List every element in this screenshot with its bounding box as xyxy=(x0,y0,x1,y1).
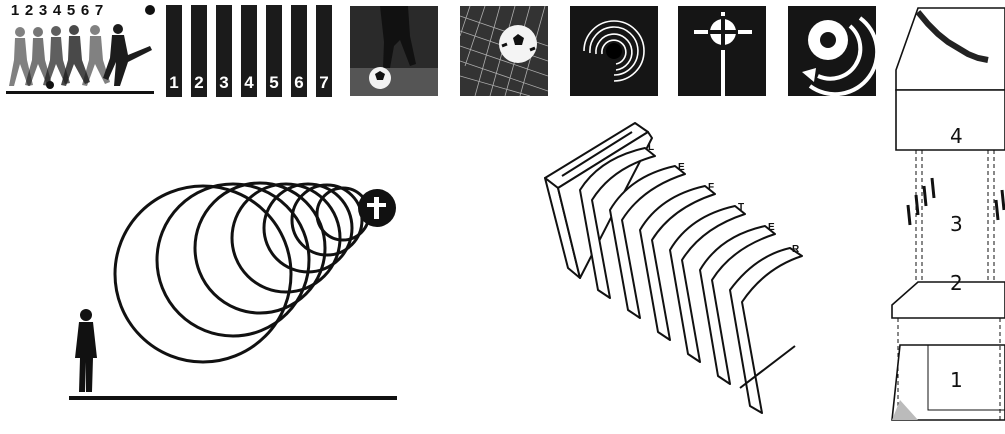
bar-number: 7 xyxy=(316,73,332,93)
tower-level-label: 3 xyxy=(950,212,963,236)
soccer-goal-net-tile xyxy=(460,6,548,96)
slab-letter: T xyxy=(738,202,744,213)
bar: 4 xyxy=(241,5,257,97)
bar: 2 xyxy=(191,5,207,97)
tower-level-label: 1 xyxy=(950,368,963,392)
bar-number: 1 xyxy=(166,73,182,93)
kicker-silhouettes xyxy=(0,0,160,100)
ground-line xyxy=(69,396,397,400)
slab-letter: R xyxy=(792,244,800,255)
tower-section-diagram: 4 3 2 1 xyxy=(888,0,1005,429)
bar: 1 xyxy=(166,5,182,97)
bar-number: 6 xyxy=(291,73,307,93)
cross-icon xyxy=(678,6,766,96)
tower-level-label: 2 xyxy=(950,271,963,295)
expanding-circles-diagram xyxy=(55,160,415,410)
bar-number: 5 xyxy=(266,73,282,93)
bar-number: 2 xyxy=(191,73,207,93)
spiral-icon xyxy=(570,6,658,96)
slab-letter: L xyxy=(648,142,654,153)
bar-number: 4 xyxy=(241,73,257,93)
spiral-tile xyxy=(570,6,658,96)
slab-letter: E xyxy=(678,162,685,173)
bar: 3 xyxy=(216,5,232,97)
man-silhouette xyxy=(75,309,97,392)
bar: 6 xyxy=(291,5,307,97)
cross-tile xyxy=(678,6,766,96)
tower-level-label: 4 xyxy=(950,124,963,148)
circle-rotation-tile xyxy=(788,6,876,96)
bar: 5 xyxy=(266,5,282,97)
slab-letter: E xyxy=(768,222,775,233)
numbered-bars-panel: 1 2 3 4 5 6 7 xyxy=(160,0,335,100)
bar-number: 3 xyxy=(216,73,232,93)
isometric-slab-model: L E F T E R xyxy=(540,118,820,423)
slab-letter: F xyxy=(708,182,714,193)
soccer-kick-tile xyxy=(350,6,438,96)
bar: 7 xyxy=(316,5,332,97)
rotation-icon xyxy=(788,6,876,96)
